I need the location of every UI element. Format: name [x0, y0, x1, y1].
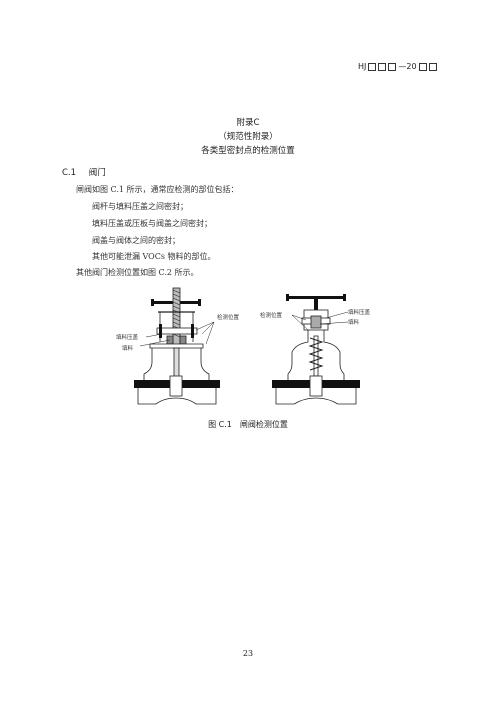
appendix-nature: （规范性附录） — [218, 132, 278, 142]
intro-paragraph: 闸阀如图 C.1 所示，通常应检测的部位包括： — [76, 185, 239, 194]
blank-box — [428, 62, 437, 71]
right-valve-drawing — [272, 294, 360, 405]
blank-box — [388, 62, 397, 71]
code-prefix: HJ — [358, 62, 367, 71]
list-item: 阀盖与阀体之间的密封； — [92, 236, 180, 245]
right-detect-label: 检测位置 — [260, 311, 283, 319]
list-item: 阀杆与填料压盖之间密封； — [92, 202, 188, 211]
right-packing-label: 填料 — [348, 318, 360, 326]
right-gland-label: 填料压盖 — [348, 308, 371, 316]
left-gland-label: 填料压盖 — [116, 333, 139, 341]
list-item: 其他可能泄漏 VOCs 物料的部位。 — [92, 252, 216, 261]
document-code: HJ —20 — [358, 62, 437, 71]
left-packing-label: 填料 — [122, 344, 134, 352]
appendix-title: 附录C — [236, 118, 260, 128]
blank-box — [378, 62, 387, 71]
list-item: 填料压盖或压板与阀盖之间密封； — [92, 219, 212, 228]
blank-box — [418, 62, 427, 71]
figure-caption: 图 C.1 闸阀检测位置 — [208, 420, 288, 429]
blank-box — [368, 62, 377, 71]
code-year: —20 — [398, 62, 417, 71]
left-valve-drawing — [134, 287, 220, 405]
appendix-subtitle: 各类型密封点的检测位置 — [201, 146, 295, 156]
section-number: C.1 — [62, 168, 77, 178]
other-valves-paragraph: 其他阀门检测位置如图 C.2 所示。 — [76, 268, 199, 277]
page-number: 23 — [242, 649, 254, 658]
gate-valve-figure: 检测位置 填料压盖 填料 检测位置 填料压盖 填料 — [116, 287, 371, 405]
left-detect-label: 检测位置 — [217, 313, 240, 321]
section-title: 阀门 — [88, 168, 106, 178]
section-heading: C.1 阀门 — [62, 166, 106, 178]
